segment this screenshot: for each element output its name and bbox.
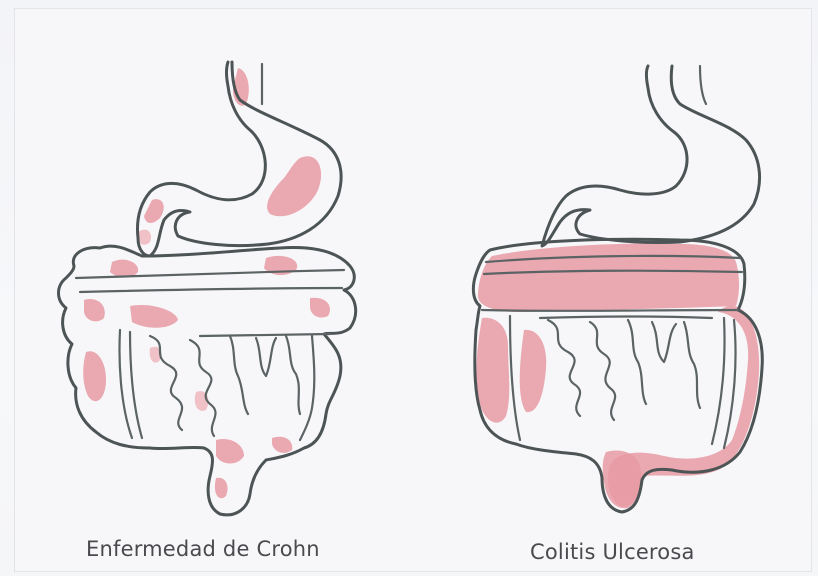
colitis-small-intestine bbox=[548, 320, 580, 416]
colitis-digestive-tract bbox=[473, 66, 762, 512]
crohn-colon-patch-1 bbox=[110, 260, 138, 278]
crohn-digestive-tract bbox=[59, 62, 356, 515]
crohn-colon-patch-4 bbox=[130, 305, 178, 328]
crohn-stomach-patch bbox=[267, 156, 321, 216]
crohn-rectum-patch-1 bbox=[216, 439, 244, 464]
colitis-stomach-outline bbox=[542, 66, 760, 246]
crohn-duodenum-patch bbox=[144, 199, 164, 223]
crohn-colon-patch-5 bbox=[310, 298, 330, 318]
colitis-ascending-patch bbox=[476, 318, 509, 423]
crohn-rectum-patch-3 bbox=[215, 478, 228, 499]
crohn-caption: Enfermedad de Crohn bbox=[86, 537, 320, 561]
colitis-caption: Colitis Ulcerosa bbox=[530, 540, 695, 564]
colitis-ascending-patch-2 bbox=[520, 330, 547, 412]
crohn-rectum-patch-2 bbox=[272, 437, 292, 453]
crohn-colon-patch-3 bbox=[84, 299, 105, 321]
crohn-colon-patch-6 bbox=[83, 351, 106, 401]
colitis-transverse-patch bbox=[478, 244, 739, 313]
